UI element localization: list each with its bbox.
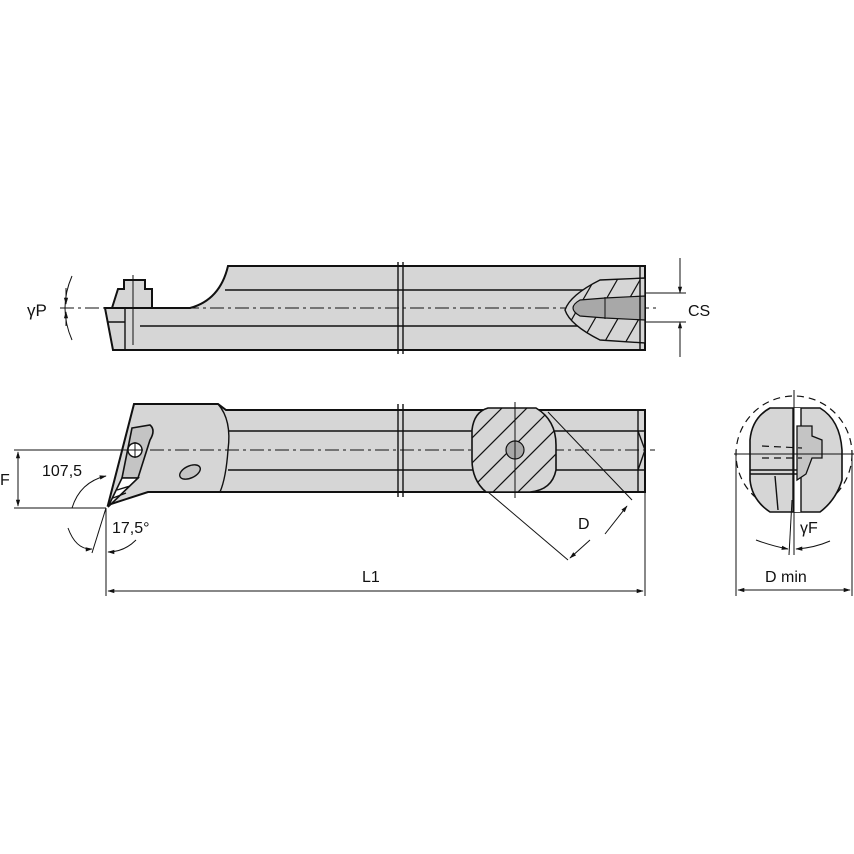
d-label: D: [578, 516, 590, 533]
lead-angle-dimension: 107,5: [42, 463, 107, 509]
f-dimension: F: [0, 449, 125, 509]
d-dimension: D: [487, 411, 633, 561]
top-view-break-line: [397, 262, 404, 354]
lead-angle-label: 107,5: [42, 463, 82, 480]
gamma-f-label: γF: [800, 520, 818, 537]
top-view-shank: [103, 265, 646, 351]
shank-cross-section: [471, 402, 557, 498]
end-clearance-angle-label: 17,5°: [112, 520, 150, 537]
gamma-p-label: γP: [27, 301, 47, 320]
end-view: γF D min: [734, 390, 854, 596]
top-view: CS γP: [27, 258, 710, 357]
end-clearance-angle-dimension: 17,5°: [67, 507, 150, 596]
d-min-dimension: D min: [735, 454, 853, 596]
l1-dimension: L1: [107, 569, 644, 594]
d-min-label: D min: [765, 569, 807, 586]
l1-label: L1: [362, 569, 380, 586]
insert: [107, 424, 154, 508]
side-view: D F 107,5 17,5° L1: [0, 402, 655, 596]
f-label: F: [0, 472, 10, 489]
gamma-p-dimension: γP: [27, 275, 73, 341]
side-view-break-line: [397, 404, 404, 497]
cs-dimension: CS: [645, 258, 710, 357]
top-view-insert-clamp: [110, 279, 153, 309]
side-view-shank: [106, 403, 646, 507]
cs-label: CS: [688, 303, 710, 320]
gamma-f-dimension: γF: [755, 520, 831, 551]
coolant-hole-icon: [179, 464, 201, 480]
